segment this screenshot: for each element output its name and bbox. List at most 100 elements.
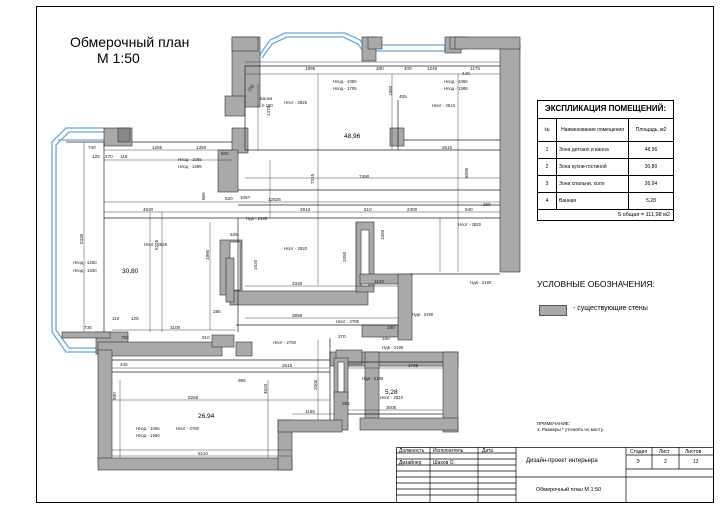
- dim-label: 1550: [380, 229, 385, 240]
- room-area-1: 48,96: [344, 133, 361, 140]
- ceiling-height-label: Нпот - 2810: [432, 103, 456, 108]
- dim-label: 7315: [310, 173, 315, 184]
- title-block-grid: [396, 447, 714, 503]
- ceiling-height-label: Нпот - 2820: [284, 246, 308, 251]
- dim-label: 1245: [427, 66, 438, 71]
- table-row: 2 Зона кухни-гостиной 30,80: [537, 158, 674, 176]
- door-height-label: Ндв - 2185: [362, 376, 384, 381]
- dim-label: 1140: [374, 279, 384, 284]
- dim-label: 1265: [152, 145, 163, 150]
- dim-label: 355: [342, 401, 350, 406]
- dim-label: 600: [221, 151, 229, 156]
- stamp-stage: Э: [636, 459, 640, 465]
- dim-label: 400: [404, 66, 412, 71]
- dim-label: 125: [92, 154, 100, 159]
- sill-height-label: Нпод - 1595: [178, 164, 202, 169]
- dim-label: 2050: [342, 251, 347, 262]
- dim-label: 2515: [282, 363, 293, 368]
- dim-label: 1057: [240, 195, 251, 200]
- dim-label: 1470: [266, 105, 271, 116]
- ceiling-height-label: Нпот - 2780: [273, 340, 297, 345]
- stamp-stage-label: Стадия: [630, 449, 648, 455]
- dim-label: 930: [112, 392, 117, 400]
- room-area-4: 5,28: [385, 389, 398, 396]
- title-block: Должность Исполнитель Дата Дизайнер Шахо…: [396, 447, 714, 503]
- sill-height-label: Нпод - 1585: [444, 86, 468, 91]
- dim-label: 3895: [292, 313, 303, 318]
- stamp-sheets: 12: [693, 459, 699, 465]
- sill-height-label: Нпод - 1090: [333, 79, 357, 84]
- note-title: ПРИМЕЧАНИЕ:: [537, 421, 570, 426]
- dim-label: 6095: [464, 167, 469, 178]
- ceiling-height-label: Нпот - 2825: [284, 100, 308, 105]
- stamp-sheet: 2: [664, 459, 667, 465]
- ceiling-height-label: Нпот - 2780: [336, 319, 360, 324]
- table-cell: 3: [537, 175, 557, 193]
- explication-title: ЭКСПЛИКАЦИЯ ПОМЕЩЕНИЙ:: [537, 100, 674, 118]
- dim-label: 280: [376, 66, 384, 71]
- table-row: 4 Ванная 5,28: [537, 192, 674, 210]
- sill-height-label: Нпод - 1065: [178, 157, 202, 162]
- dim-label: 6265: [188, 395, 199, 400]
- stamp-role: Дизайнер: [399, 460, 422, 466]
- dim-label: 985: [238, 378, 246, 383]
- beam-label: Балка: [260, 96, 273, 101]
- dim-label: 190: [387, 325, 395, 330]
- dim-label: 110: [112, 316, 120, 321]
- table-cell: 4: [537, 192, 557, 210]
- dim-label: 3330: [292, 281, 303, 286]
- table-header: Наименование помещения: [556, 118, 629, 142]
- dim-label: 2300: [407, 207, 418, 212]
- window-left-bay: [51, 127, 104, 353]
- dim-label: 3005: [386, 405, 397, 410]
- dim-label: 160: [382, 336, 390, 341]
- dim-label: 7490: [359, 174, 370, 179]
- ceiling-height-label: Нпот - 2810: [380, 395, 404, 400]
- table-cell: 30,80: [628, 158, 674, 176]
- dim-label: 5335: [79, 233, 84, 244]
- dim-label: 12825: [268, 197, 281, 202]
- dim-label: 1705: [408, 363, 419, 368]
- legend-title: УСЛОВНЫЕ ОБОЗНАЧЕНИЯ:: [537, 279, 655, 289]
- room-area-labels: 48,96 30,80 26,94 5,28: [122, 133, 398, 420]
- dim-label: 520: [225, 196, 233, 201]
- table-cell: Ванная: [556, 192, 629, 210]
- table-cell: Зона детских и ванна: [556, 141, 629, 159]
- stamp-col-executor: Исполнитель: [433, 448, 464, 454]
- dim-label: 910: [202, 335, 210, 340]
- dim-label: 370: [338, 334, 346, 339]
- table-cell: 1: [537, 141, 557, 159]
- dim-label: 510: [364, 207, 372, 212]
- dim-label: 125: [131, 316, 139, 321]
- dim-label: 3100: [170, 325, 181, 330]
- dim-label: 5110: [198, 451, 208, 456]
- beam-height-label: h 180: [262, 103, 273, 108]
- table-cell: 48,96: [628, 141, 674, 159]
- dim-label: 1175: [470, 66, 480, 71]
- note: ПРИМЕЧАНИЕ: 1. Размеры * уточнять по мес…: [537, 421, 604, 433]
- sill-height-label: Нпод - 1055: [136, 426, 160, 431]
- table-cell: 5,28: [628, 192, 674, 210]
- door-height-label: Ндв - 2180: [470, 280, 492, 285]
- dim-label: 2610: [442, 145, 453, 150]
- door-height-label: Ндв - 2195: [382, 345, 404, 350]
- room-area-2: 30,80: [122, 268, 139, 275]
- sheet-frame: [36, 6, 714, 503]
- dim-label: 1995: [305, 66, 316, 71]
- sill-height-label: Нпод - 1065: [444, 79, 468, 84]
- sill-height-label: Нпод - 1580: [136, 433, 160, 438]
- table-row: 1 Зона детских и ванна 48,96: [537, 141, 674, 159]
- sill-height-label: Нпод - 1530: [73, 268, 97, 273]
- stamp-project: Дизайн-проект интерьера: [526, 458, 598, 464]
- note-text: 1. Размеры * уточнять по месту.: [537, 427, 604, 432]
- window-top-right: [374, 44, 446, 52]
- table-cell: 2: [537, 158, 557, 176]
- table-cell: 26,94: [628, 175, 674, 193]
- dim-label: 115: [120, 154, 128, 159]
- dim-label: 6225: [154, 239, 159, 250]
- table-header: №: [537, 118, 557, 142]
- table-header: Площадь, м2: [628, 118, 674, 142]
- table-cell: Зона спальни, холл: [556, 175, 629, 193]
- title-line-2: М 1:50: [97, 50, 140, 66]
